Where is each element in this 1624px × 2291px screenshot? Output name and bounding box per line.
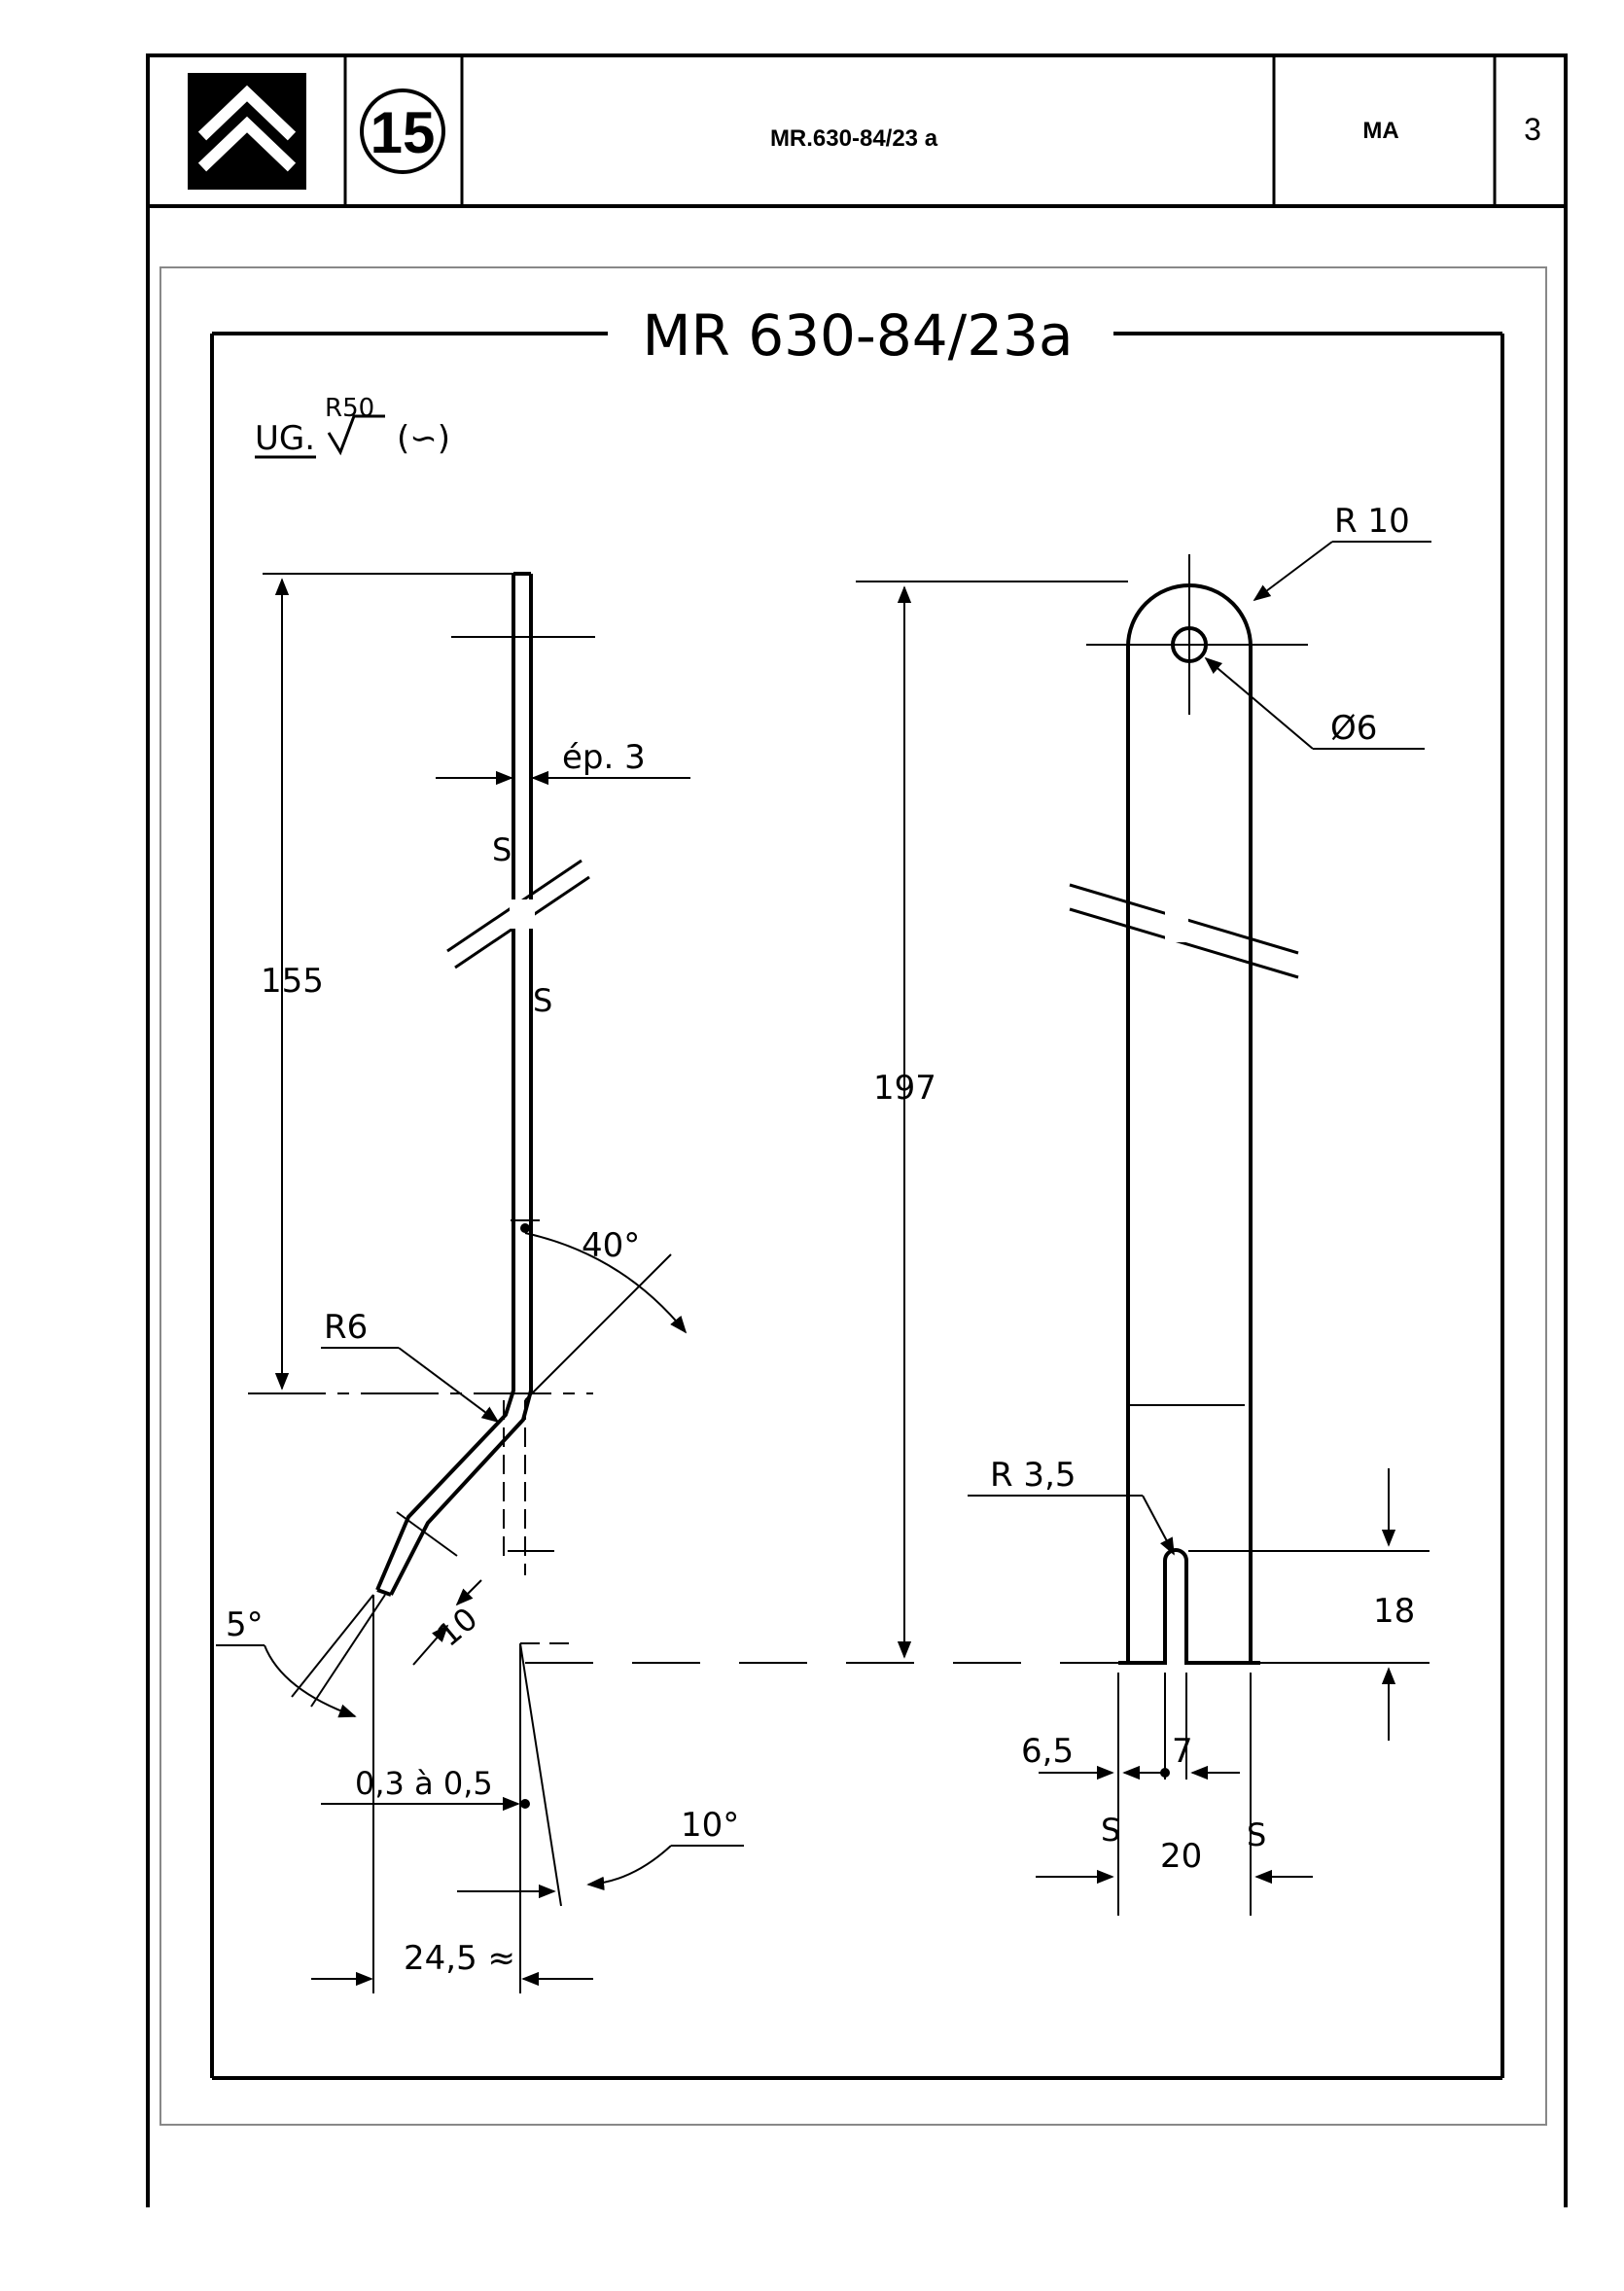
side-break-mark-lower: S — [533, 982, 552, 1019]
bend-angle-label: 40° — [582, 1226, 640, 1265]
tip-angle-label: 5° — [226, 1605, 264, 1644]
front-length-label: 197 — [873, 1069, 936, 1108]
inner-drawing-frame — [210, 332, 1504, 2080]
slot-width-label: 7 — [1172, 1732, 1193, 1771]
brand-logo — [188, 73, 306, 190]
dim-bend-angle — [520, 1223, 688, 1334]
dim-bend-radius — [321, 1347, 500, 1424]
bend-radius-label: R6 — [324, 1308, 368, 1347]
page-number: 3 — [1524, 112, 1541, 147]
side-break-mark-upper: S — [492, 831, 512, 868]
surface-finish-symbol — [327, 414, 385, 456]
front-break-mark-right: S — [1247, 1816, 1266, 1853]
side-length-label: 155 — [261, 962, 324, 1001]
front-view-break — [1069, 883, 1299, 979]
slot-depth-label: 18 — [1373, 1592, 1415, 1631]
front-break-mark-left: S — [1101, 1812, 1120, 1849]
surface-finish-suffix: (∽) — [397, 419, 450, 458]
surface-finish-prefix: UG. — [255, 419, 315, 458]
front-view-hole — [1086, 554, 1308, 715]
doc-reference: MR.630-84/23 a — [770, 125, 938, 152]
dim-front-length — [525, 581, 1128, 1664]
hole-diameter-label: Ø6 — [1330, 709, 1377, 748]
side-view-break — [446, 859, 590, 969]
dim-taper-angle — [457, 1845, 744, 1899]
dim-tip-offset — [321, 1796, 530, 1812]
tip-offset-label: 0,3 à 0,5 — [355, 1765, 493, 1802]
side-view-part — [375, 572, 533, 1597]
total-width-label: 20 — [1160, 1837, 1202, 1876]
side-view-reference-lines — [248, 573, 672, 1993]
top-radius-label: R 10 — [1334, 502, 1410, 541]
dim-slot-widths — [1039, 1673, 1252, 1916]
taper-angle-label: 10° — [681, 1806, 739, 1845]
surface-finish-value: R50 — [325, 394, 374, 423]
slot-radius-label: R 3,5 — [990, 1456, 1077, 1495]
overall-offset-label: 24,5 ≈ — [404, 1939, 515, 1978]
chapter-number: 15 — [371, 100, 436, 165]
side-width-label: 6,5 — [1021, 1732, 1074, 1771]
front-view-part — [1118, 583, 1260, 1665]
dim-tip-angle — [216, 1644, 357, 1718]
dim-hole-diameter — [1204, 656, 1425, 750]
dim-top-radius — [1253, 541, 1431, 602]
dim-slot-depth — [1188, 1468, 1430, 1741]
chapter-number-badge: 15 — [360, 88, 445, 174]
outer-drawing-frame — [159, 266, 1547, 2126]
dim-slot-radius — [968, 1495, 1175, 1556]
tip-length-label: 10 — [431, 1600, 485, 1653]
title-block — [146, 53, 1568, 2207]
drawing-title: MR 630-84/23a — [642, 302, 1073, 369]
surface-finish-note: UG. R50 (∽) — [255, 394, 450, 459]
thickness-label: ép. 3 — [562, 738, 646, 777]
section-code: MA — [1362, 118, 1398, 144]
dim-tip-length — [396, 1511, 482, 1666]
